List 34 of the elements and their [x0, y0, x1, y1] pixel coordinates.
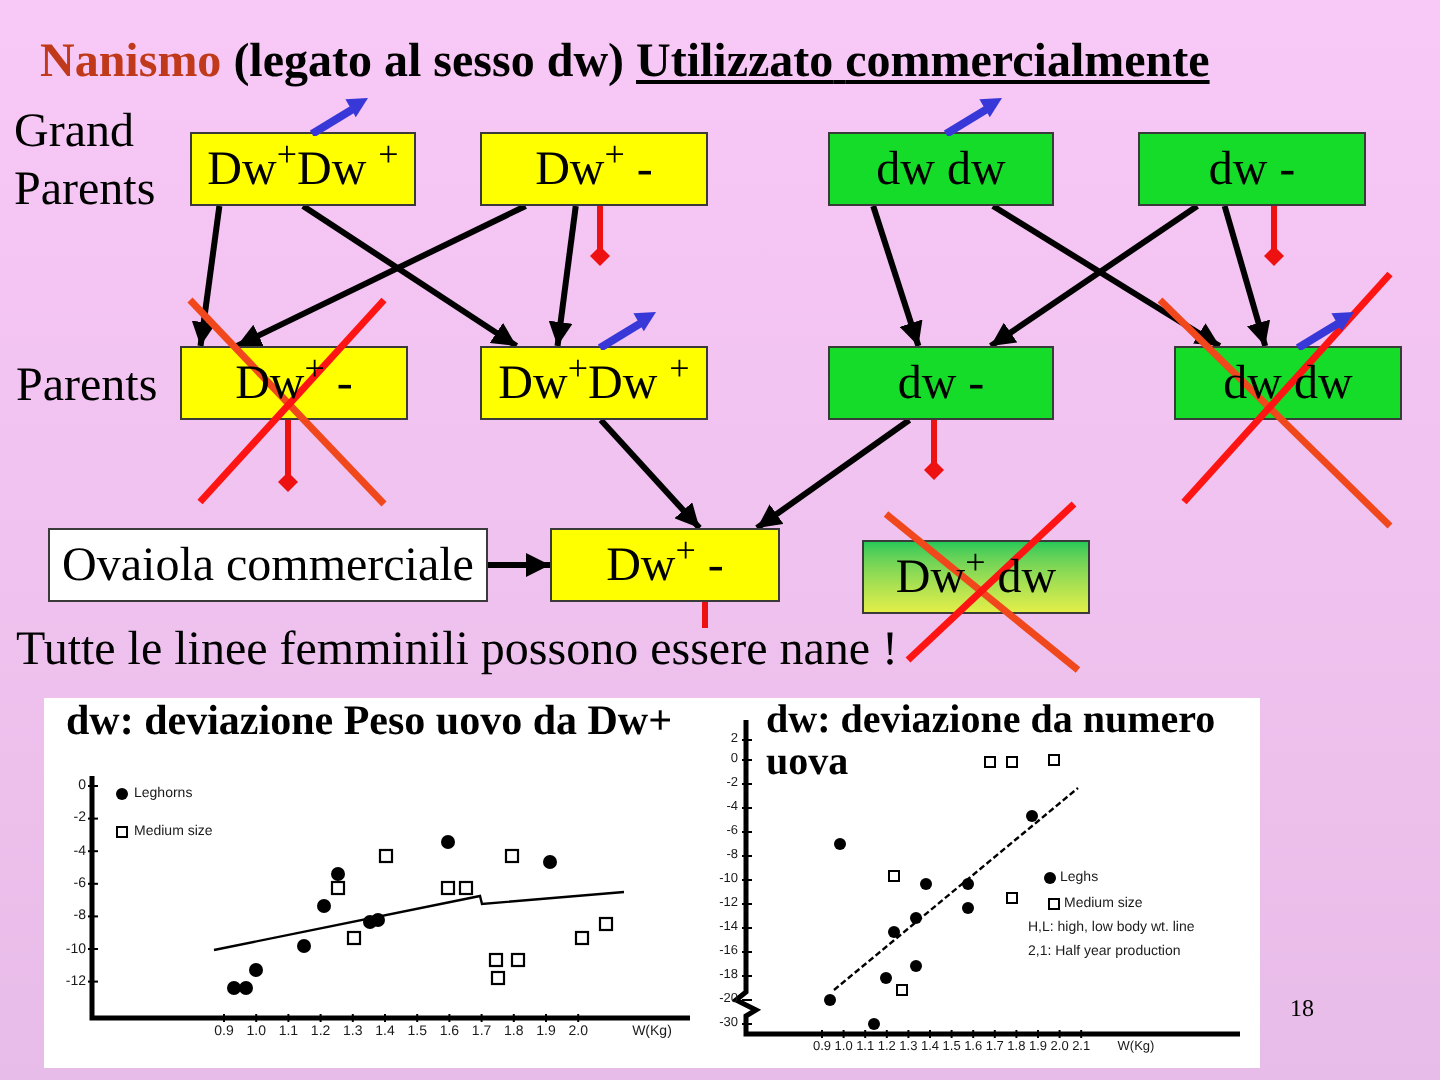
genotype-label: Ovaiola commerciale [62, 541, 474, 589]
genotype-label: Dw$^{+}$Dw $^{+}$ [207, 145, 399, 193]
arrow [191, 205, 223, 347]
genotype-box [480, 132, 708, 206]
arrow [755, 417, 912, 531]
row-label: Grand Parents [14, 104, 158, 220]
genotype-box [480, 346, 708, 420]
slide-title: Nanismo (legato al sesso dw) Utilizzato commercialmente [40, 34, 1210, 90]
genotype-label: dw dw [876, 145, 1006, 193]
chart-title: dw: deviazione Peso uovo da Dw+ [66, 696, 673, 746]
genotype-label: dw - [1208, 145, 1296, 193]
arrow [870, 205, 923, 347]
genotype-box [862, 540, 1090, 614]
genotype-label: Dw$^{+}$ - [535, 145, 653, 193]
arrow [301, 203, 519, 349]
arrow [1221, 205, 1271, 347]
row-label: Parents [16, 358, 158, 414]
note-text: Tutte le linee femminili possono essere nane ! [16, 622, 899, 678]
genotype-box [828, 132, 1054, 206]
genotype-box [190, 132, 416, 206]
genotype-label: dw - [897, 359, 985, 407]
genotype-box [1138, 132, 1366, 206]
chart-title: dw: deviazione da numero uova [766, 700, 1218, 784]
breed-box [48, 528, 488, 602]
genotype-box [550, 528, 780, 602]
genotype-label: Dw$^{+}$ - [606, 541, 724, 589]
genotype-label: Dw$^{+}$ dw [895, 553, 1057, 601]
arrow [548, 205, 579, 347]
genotype-box [828, 346, 1054, 420]
arrow [235, 203, 527, 349]
arrow [488, 553, 550, 577]
page-number: 18 [1290, 994, 1314, 1022]
genotype-label: Dw$^{+}$Dw $^{+}$ [498, 359, 690, 407]
arrow [598, 417, 702, 531]
